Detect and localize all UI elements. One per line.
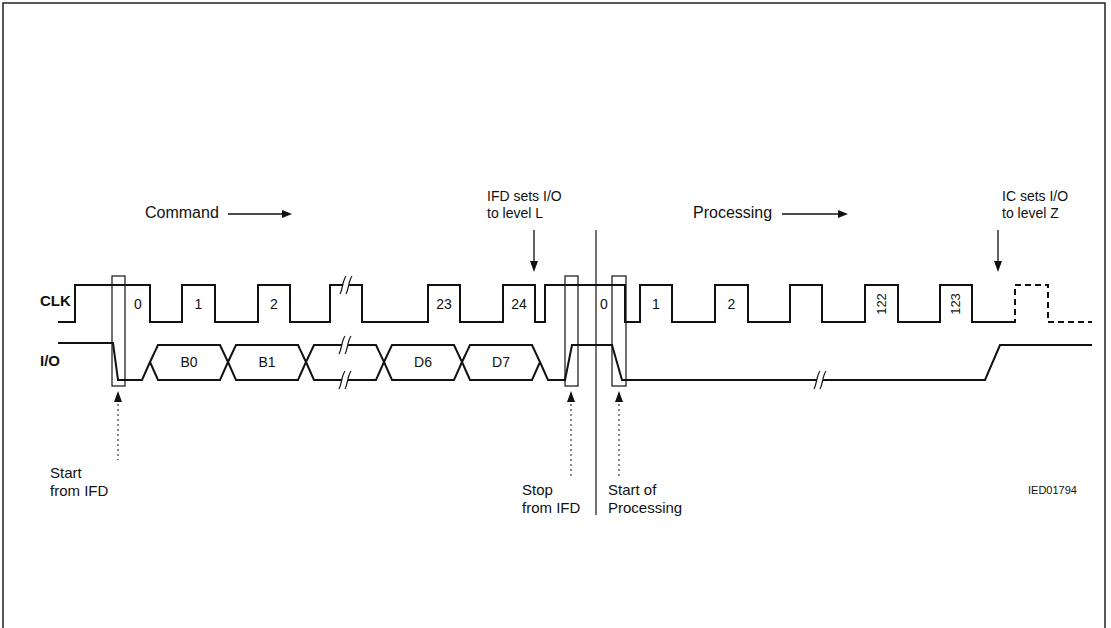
frame <box>3 3 1105 628</box>
signal-name: I/O <box>40 352 60 370</box>
arrow-head <box>615 391 623 402</box>
clock-count: 1 <box>652 296 660 313</box>
clock-count: 122 <box>874 293 890 315</box>
edge-marker <box>112 276 125 386</box>
leader-line <box>571 404 572 476</box>
clock-waveform <box>58 285 1012 322</box>
arrow-head <box>114 391 122 402</box>
data-bit: D6 <box>414 354 432 371</box>
pointer-line <box>533 230 534 262</box>
event-label: Start of Processing <box>608 481 686 517</box>
phase-label: Command <box>145 203 219 222</box>
clock-count: 2 <box>270 296 278 313</box>
annotation: IC sets I/O to level Z <box>1002 188 1080 222</box>
clock-count: 24 <box>511 296 527 313</box>
direction-arrow <box>228 213 284 215</box>
arrow-head <box>282 210 292 218</box>
io-waveform <box>58 343 150 380</box>
edge-marker <box>565 276 578 386</box>
break-mark <box>339 336 351 389</box>
clock-count: 0 <box>600 296 608 313</box>
signal-name: CLK <box>40 292 71 310</box>
leader-line <box>619 404 620 476</box>
clock-count: 0 <box>134 296 142 313</box>
break-mark <box>340 276 352 294</box>
annotation: IFD sets I/O to level L <box>487 188 575 222</box>
arrow-head <box>838 210 848 218</box>
edge-marker <box>612 276 626 386</box>
data-bit-shape <box>150 345 228 380</box>
data-bit-shape <box>462 345 540 380</box>
break-mark <box>814 371 826 389</box>
io-waveform <box>540 345 1092 380</box>
clock-count: 23 <box>436 296 452 313</box>
clock-count: 123 <box>948 293 964 315</box>
data-bit: B0 <box>180 354 197 371</box>
data-bit: B1 <box>258 354 275 371</box>
clock-continuation <box>1012 285 1092 322</box>
pointer-line <box>997 230 998 262</box>
event-label: Start from IFD <box>50 464 112 500</box>
direction-arrow <box>782 213 840 215</box>
arrow-head <box>530 261 538 272</box>
figure-id: IED01794 <box>1028 484 1077 497</box>
clock-count: 1 <box>195 296 203 313</box>
data-bit: D7 <box>492 354 510 371</box>
arrow-head <box>567 391 575 402</box>
clock-count: 2 <box>728 296 736 313</box>
event-label: Stop from IFD <box>522 481 584 517</box>
phase-separator <box>595 230 596 515</box>
leader-line <box>118 404 119 460</box>
phase-label: Processing <box>693 203 772 222</box>
data-bit-shape <box>228 345 306 380</box>
arrow-head <box>994 261 1002 272</box>
data-bit-shape <box>384 345 462 380</box>
